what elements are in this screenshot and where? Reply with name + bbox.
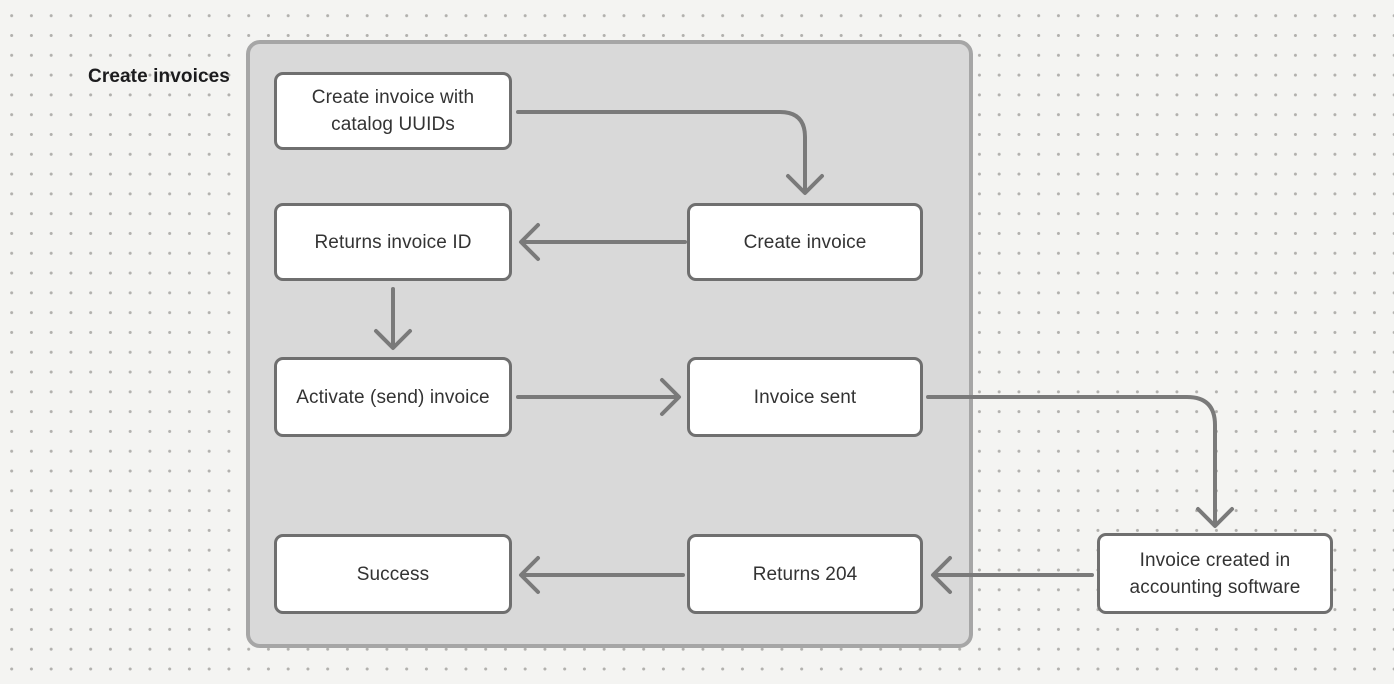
node-success[interactable]: Success (274, 534, 512, 614)
node-create-invoice-with-catalog-uuids[interactable]: Create invoice with catalog UUIDs (274, 72, 512, 150)
node-create-invoice[interactable]: Create invoice (687, 203, 923, 281)
node-label: Success (356, 563, 430, 585)
node-label: Returns 204 (752, 563, 858, 585)
node-returns-invoice-id[interactable]: Returns invoice ID (274, 203, 512, 281)
node-label: Create invoice with catalog UUIDs (311, 87, 475, 135)
node-label: Activate (send) invoice (296, 386, 490, 408)
node-label: Invoice sent (753, 386, 857, 408)
node-activate-send-invoice[interactable]: Activate (send) invoice (274, 357, 512, 437)
node-returns-204[interactable]: Returns 204 (687, 534, 923, 614)
node-label: Returns invoice ID (314, 231, 472, 253)
node-label: Invoice created in accounting software (1129, 549, 1301, 598)
node-invoice-sent[interactable]: Invoice sent (687, 357, 923, 437)
node-invoice-created-in-accounting-software[interactable]: Invoice created in accounting software (1097, 533, 1333, 614)
node-label: Create invoice (743, 231, 867, 253)
connector-invoice-sent-to-accounting-software (926, 395, 1234, 528)
diagram-title: Create invoices (88, 66, 230, 87)
